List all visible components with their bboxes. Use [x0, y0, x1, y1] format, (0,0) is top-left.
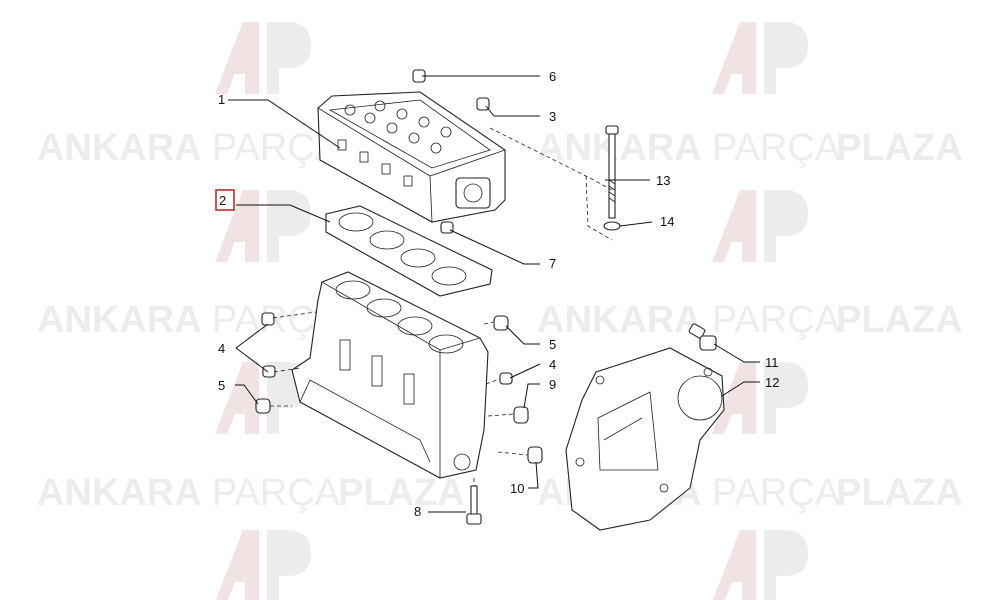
- bushing-5-left[interactable]: [255, 398, 271, 414]
- plug-4-upper[interactable]: [261, 312, 275, 326]
- callout-6[interactable]: 6: [549, 69, 556, 84]
- watermark-word-parca: PARÇA: [712, 127, 841, 169]
- watermark-word-plaza: PLAZA: [338, 472, 465, 514]
- leader-lines: [228, 75, 760, 513]
- guide-lines: [270, 127, 613, 486]
- sleeve-7[interactable]: [440, 221, 454, 234]
- callout-2[interactable]: 2: [219, 193, 226, 208]
- callout-12[interactable]: 12: [765, 375, 779, 390]
- head-gasket[interactable]: [325, 205, 493, 297]
- callout-10[interactable]: 10: [510, 481, 524, 496]
- highlight-box: [215, 189, 235, 211]
- callout-labels: 1 2 3 6 7 13 14 4 5 5 4 9 10 8 11 12: [218, 69, 779, 519]
- callout-4b[interactable]: 4: [549, 357, 556, 372]
- watermark-word-ankara: ANKARA: [37, 127, 202, 169]
- watermark-logo-top-left: [215, 22, 311, 94]
- plug-3[interactable]: [476, 97, 490, 111]
- plug-4-right[interactable]: [499, 372, 513, 385]
- watermark-logo-low-right: [712, 362, 808, 434]
- watermark-word-plaza: PLAZA: [836, 127, 963, 169]
- watermark-logo-bottom-left: [215, 530, 311, 600]
- watermark-word-parca: PARÇA: [712, 299, 841, 341]
- callout-13[interactable]: 13: [656, 173, 670, 188]
- watermark-logo-mid-right: [712, 190, 808, 262]
- callout-3[interactable]: 3: [549, 109, 556, 124]
- watermark-word-ankara: ANKARA: [537, 299, 702, 341]
- callout-5b[interactable]: 5: [549, 337, 556, 352]
- watermark-word-ankara: ANKARA: [537, 127, 702, 169]
- watermark-logo-mid-left: [215, 190, 311, 262]
- watermark-logo-top-right: [712, 22, 808, 94]
- callout-7[interactable]: 7: [549, 256, 556, 271]
- callout-8[interactable]: 8: [414, 504, 421, 519]
- washer-14[interactable]: [603, 221, 621, 231]
- callout-5a[interactable]: 5: [218, 378, 225, 393]
- bolt-13[interactable]: [605, 125, 619, 219]
- bushing-9[interactable]: [513, 406, 529, 424]
- watermark-word-ankara: ANKARA: [37, 472, 202, 514]
- callout-4a[interactable]: 4: [218, 341, 225, 356]
- bushing-10[interactable]: [527, 446, 543, 464]
- callout-14[interactable]: 14: [660, 214, 674, 229]
- callout-9[interactable]: 9: [549, 377, 556, 392]
- watermark-text: ANKARA PARÇA ANKARA PARÇA PLAZA ANKARA P…: [37, 127, 963, 514]
- bushing-5-right[interactable]: [493, 315, 509, 331]
- cylinder-head[interactable]: [317, 91, 506, 223]
- plug-11[interactable]: [688, 323, 717, 351]
- callout-1[interactable]: 1: [218, 92, 225, 107]
- callout-11[interactable]: 11: [765, 355, 779, 370]
- watermark-word-plaza: PLAZA: [836, 472, 963, 514]
- watermark-word-parca: PARÇA: [712, 472, 841, 514]
- engine-block[interactable]: [291, 271, 489, 479]
- watermark-word-plaza: PLAZA: [836, 299, 963, 341]
- watermark-word-ankara: ANKARA: [37, 299, 202, 341]
- bolt-8[interactable]: [466, 485, 482, 525]
- watermark-word-parca: PARÇA: [212, 472, 341, 514]
- rear-cover-plate[interactable]: [565, 347, 725, 531]
- watermark-logo-bottom-right: [712, 530, 808, 600]
- plug-4-lower[interactable]: [262, 365, 276, 378]
